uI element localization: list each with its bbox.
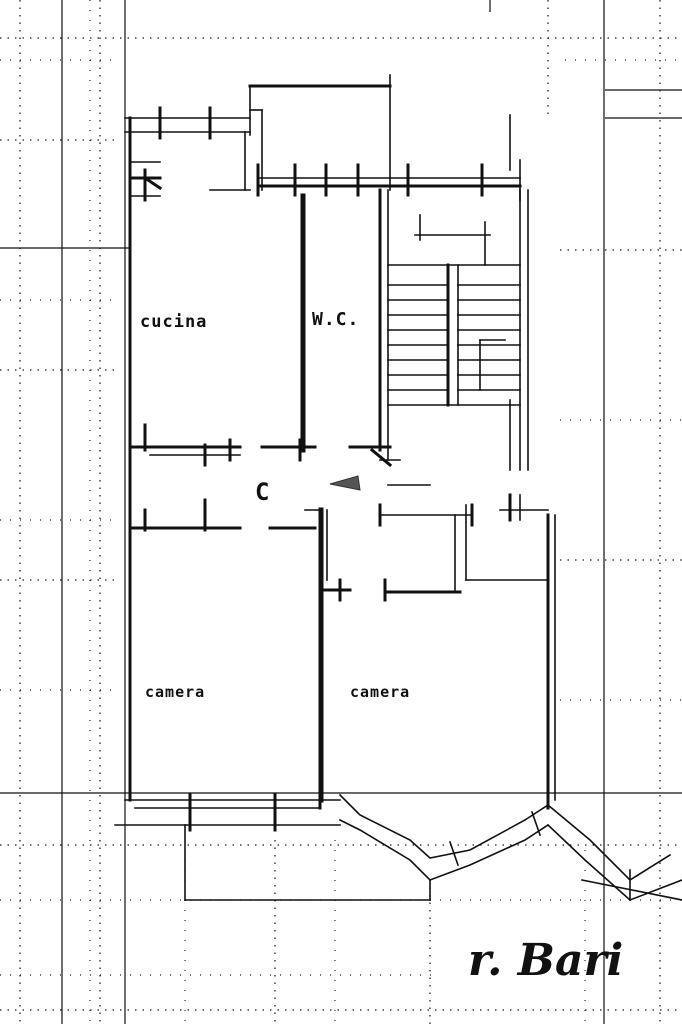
interior-walls [128,188,549,803]
room-label-bedroom-2: camera [350,683,410,701]
staircase [387,189,529,471]
outer-walls [114,74,556,826]
street-label: r. Bari [468,935,623,986]
corridor-mark: C [255,478,270,506]
dimension-ticks [128,106,550,832]
room-label-kitchen: cucina [140,312,207,332]
room-label-bedroom-1: camera [145,683,205,701]
balcony [184,793,682,901]
room-label-wc: W.C. [312,309,359,330]
